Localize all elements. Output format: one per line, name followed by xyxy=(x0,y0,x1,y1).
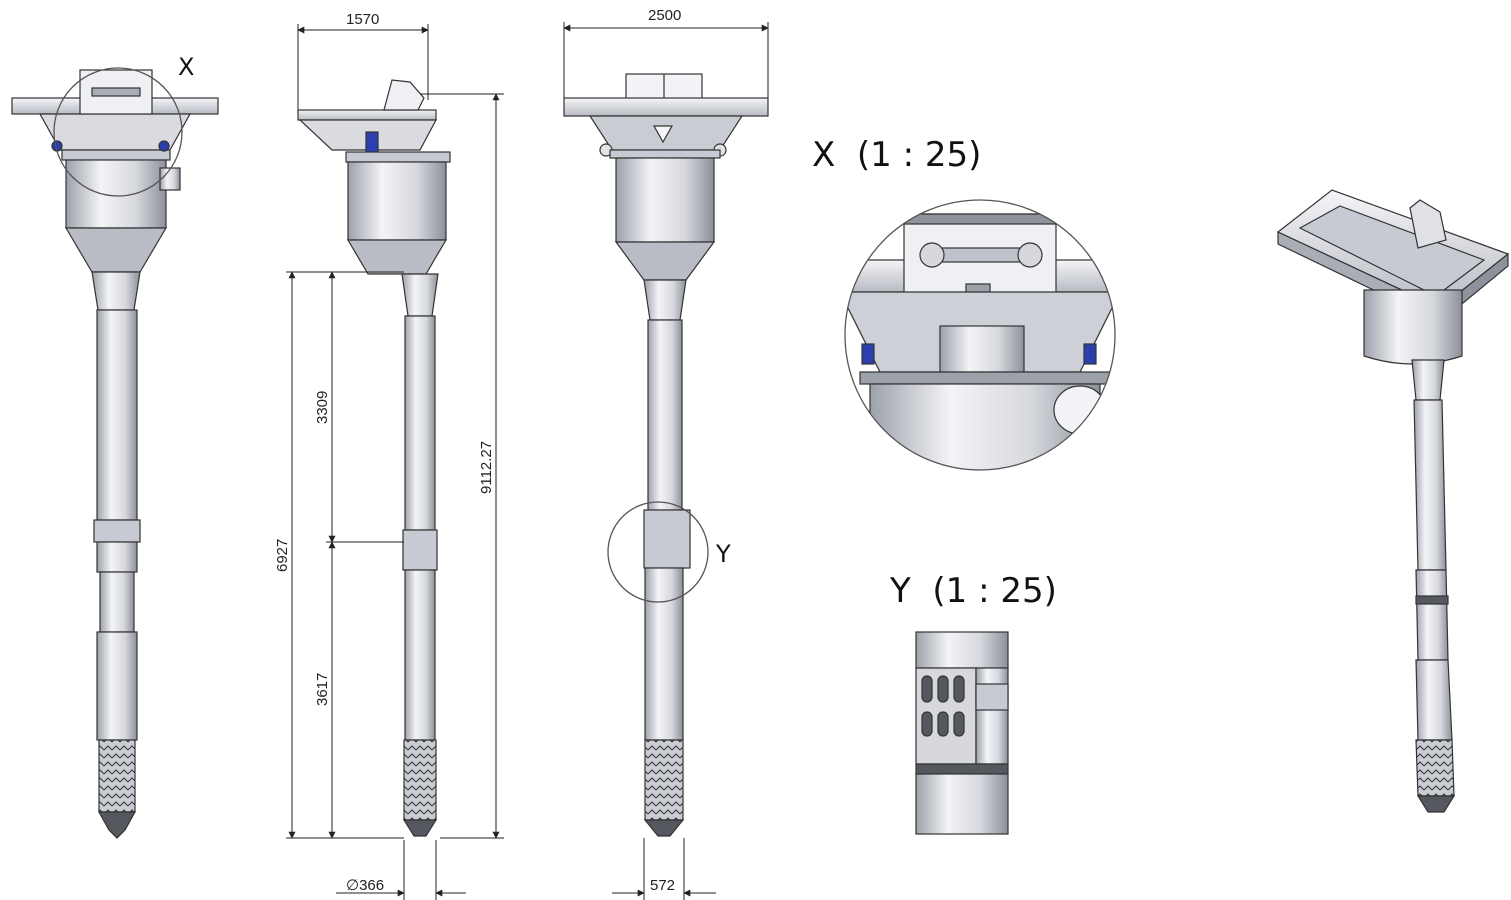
dim-lower-section: 3617 xyxy=(314,673,331,706)
isometric-view xyxy=(1276,189,1510,813)
front-view xyxy=(11,67,219,839)
dim-upper-section: 3309 xyxy=(314,391,331,424)
detail-y-view xyxy=(915,631,1009,835)
dimension-lines xyxy=(286,22,769,900)
dim-bottom-width: 572 xyxy=(650,877,675,894)
dim-lower-length: 6927 xyxy=(274,539,291,572)
dim-diameter: ∅366 xyxy=(346,877,384,894)
dim-top-width: 2500 xyxy=(648,7,681,24)
dim-overall-height: 9112.27 xyxy=(478,441,495,494)
callout-y-label: Y xyxy=(715,540,731,568)
dim-side-width: 1570 xyxy=(346,11,379,28)
detail-y-title: Y (1 : 25) xyxy=(889,571,1057,611)
detail-x-view xyxy=(844,199,1116,471)
side-view xyxy=(297,79,451,837)
labels: X Y X (1 : 25) Y (1 : 25) 1570 2500 9112… xyxy=(178,7,1057,894)
detail-x-title: X (1 : 25) xyxy=(812,135,981,175)
rear-view xyxy=(563,73,769,837)
callout-x-label: X xyxy=(178,53,194,81)
